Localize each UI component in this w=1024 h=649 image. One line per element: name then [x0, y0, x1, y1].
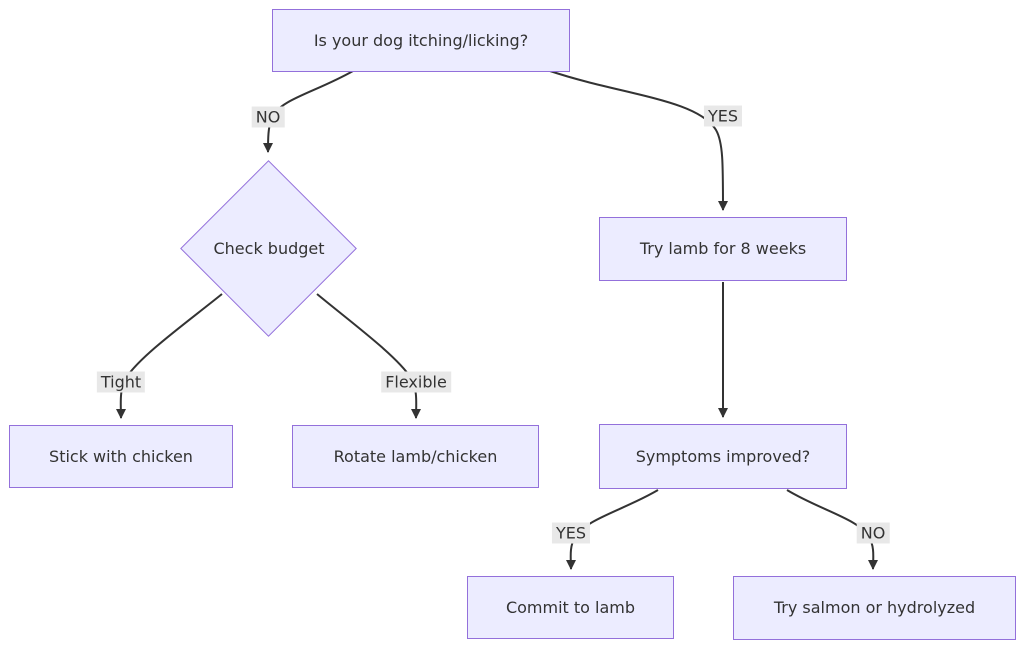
- node-symptoms: Symptoms improved?: [599, 424, 847, 489]
- edge-label-yes-bottom: YES: [551, 522, 591, 544]
- edge-label-tight: Tight: [96, 371, 146, 393]
- edge-label-no-top: NO: [251, 106, 285, 128]
- node-salmon: Try salmon or hydrolyzed: [733, 576, 1016, 640]
- node-commit: Commit to lamb: [467, 576, 674, 639]
- node-chicken: Stick with chicken: [9, 425, 233, 488]
- edge-label-flexible: Flexible: [381, 371, 451, 393]
- edge-budget-rotate: [316, 293, 422, 419]
- edge-budget-chicken: [115, 293, 223, 419]
- node-question: Is your dog itching/licking?: [272, 9, 570, 72]
- edge-label-no-bottom: NO: [856, 522, 890, 544]
- node-budget: Check budget: [213, 239, 325, 258]
- edge-question-lamb: [549, 70, 728, 211]
- node-lamb: Try lamb for 8 weeks: [599, 217, 847, 281]
- node-rotate: Rotate lamb/chicken: [292, 425, 539, 488]
- edge-label-yes-top: YES: [703, 105, 743, 127]
